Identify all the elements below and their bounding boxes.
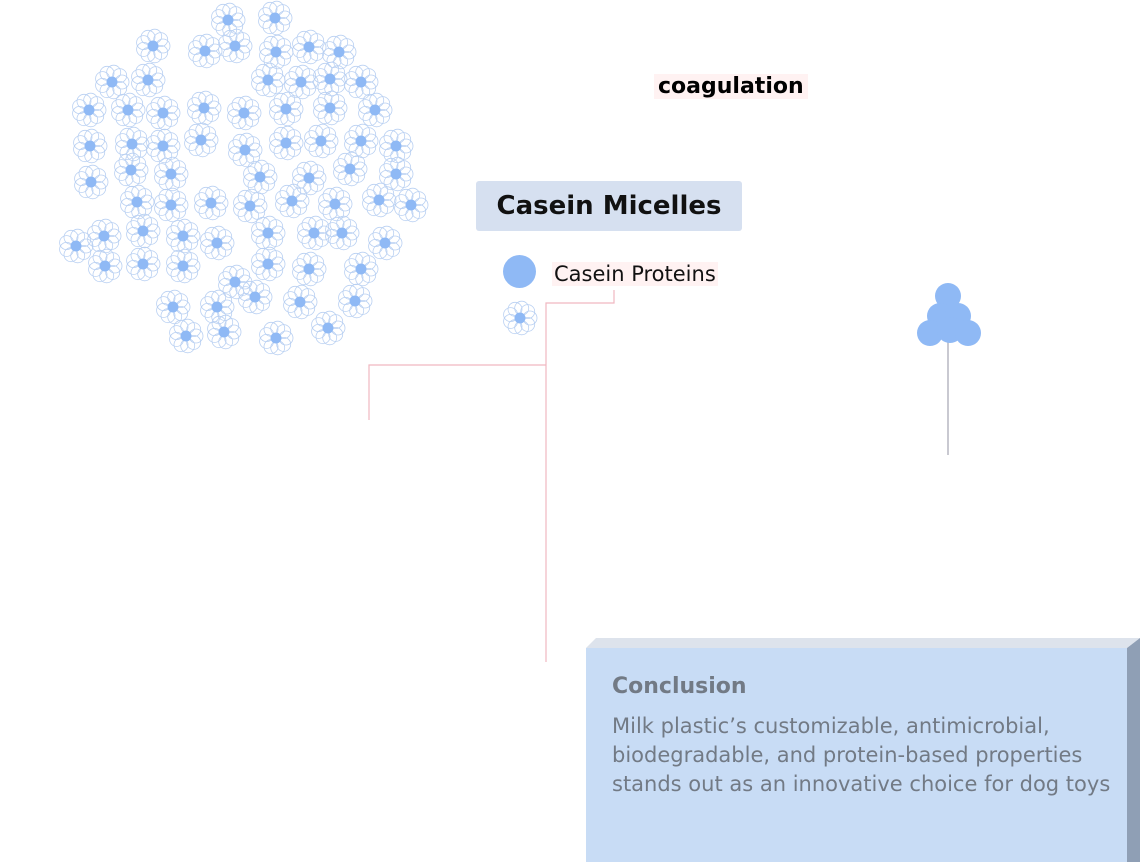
micelle-15 xyxy=(72,92,107,128)
micelle-43 xyxy=(275,183,310,219)
micelle-57 xyxy=(126,246,161,282)
micelle-32 xyxy=(74,164,109,200)
micelle-39 xyxy=(120,184,155,220)
micelle-68 xyxy=(169,318,204,354)
micelle-26 xyxy=(184,122,219,158)
conclusion-body-text: Milk plastic’s customizable, antimicrobi… xyxy=(612,714,1111,796)
micelle-10 xyxy=(131,62,166,98)
micelle-2 xyxy=(258,0,293,36)
micelle-37 xyxy=(333,151,368,187)
conclusion-card-side-edge xyxy=(1127,638,1140,862)
micelle-51 xyxy=(200,225,235,261)
legend-connector-line xyxy=(545,290,615,662)
micelle-legend-icon xyxy=(503,300,538,336)
micelle-16 xyxy=(111,92,146,128)
conclusion-card-top-edge xyxy=(586,638,1140,648)
casein-protein-legend-icon xyxy=(503,255,536,288)
micelle-47 xyxy=(59,228,94,264)
micelle-11 xyxy=(251,62,286,98)
protein-chain-icon xyxy=(917,283,981,455)
casein-micelle-cluster xyxy=(59,0,429,356)
micelle-24 xyxy=(115,126,150,162)
micelle-64 xyxy=(283,284,318,320)
micelle-34 xyxy=(154,156,189,192)
micelle-61 xyxy=(344,251,379,287)
micelle-27 xyxy=(228,132,263,168)
micelle-17 xyxy=(146,95,181,131)
micelle-5 xyxy=(218,28,253,64)
micelle-legend-shape xyxy=(503,300,538,336)
micelle-63 xyxy=(238,279,273,315)
micelle-8 xyxy=(322,34,357,70)
micelle-66 xyxy=(156,289,191,325)
micelle-58 xyxy=(166,248,201,284)
micelle-40 xyxy=(154,187,189,223)
micelle-42 xyxy=(233,188,268,224)
micelle-69 xyxy=(207,314,242,350)
micelle-53 xyxy=(297,215,332,251)
micelle-3 xyxy=(136,28,171,64)
micelle-65 xyxy=(338,283,373,319)
micelle-20 xyxy=(269,91,304,127)
micelle-59 xyxy=(251,246,286,282)
micelle-19 xyxy=(227,95,262,131)
micelle-6 xyxy=(259,34,294,70)
micelle-35 xyxy=(243,159,278,195)
micelle-49 xyxy=(126,213,161,249)
micelle-13 xyxy=(313,61,348,97)
diagram-title: Casein Micelles xyxy=(476,181,742,231)
micelle-46 xyxy=(394,187,429,223)
micelle-71 xyxy=(311,310,346,346)
micelle-70 xyxy=(259,320,294,356)
micelle-52 xyxy=(251,215,286,251)
micelle-38 xyxy=(379,156,414,192)
conclusion-heading: Conclusion xyxy=(612,674,747,699)
micelle-48 xyxy=(87,218,122,254)
micelle-55 xyxy=(368,225,403,261)
micelle-21 xyxy=(313,90,348,126)
micelle-60 xyxy=(292,251,327,287)
micelle-12 xyxy=(284,64,319,100)
micelle-23 xyxy=(73,128,108,164)
conclusion-card-face xyxy=(586,648,1127,862)
micelle-22 xyxy=(358,92,393,128)
micelle-7 xyxy=(292,29,327,65)
micelle-33 xyxy=(114,152,149,188)
micelle-4 xyxy=(188,33,223,69)
micelle-18 xyxy=(187,90,222,126)
micelle-56 xyxy=(88,248,123,284)
micelle-25 xyxy=(146,128,181,164)
coagulation-label: coagulation xyxy=(654,74,808,99)
micelle-14 xyxy=(344,64,379,100)
micelle-36 xyxy=(292,160,327,196)
micelle-45 xyxy=(362,182,397,218)
micelle-54 xyxy=(325,215,360,251)
casein-protein-legend-label: Casein Proteins xyxy=(552,262,718,286)
cluster-connector-line xyxy=(368,364,546,420)
micelle-44 xyxy=(318,186,353,222)
micelle-62 xyxy=(218,264,253,300)
micelle-28 xyxy=(269,125,304,161)
micelle-29 xyxy=(304,123,339,159)
micelle-50 xyxy=(166,218,201,254)
micelle-41 xyxy=(194,185,229,221)
